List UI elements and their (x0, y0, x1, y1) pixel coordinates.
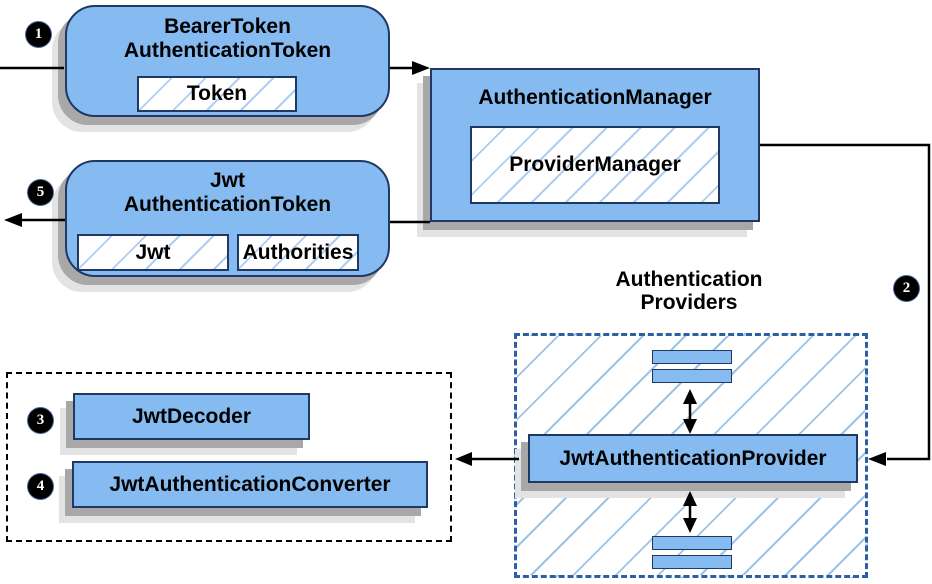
step-2-number: 2 (902, 280, 911, 296)
jwt-authentication-token-node: Jwt AuthenticationToken Jwt Authorities (65, 160, 390, 277)
jwt-decoder-node: JwtDecoder (73, 393, 310, 440)
jwt-token-title-line2: AuthenticationToken (123, 193, 332, 216)
providers-label-line2: Providers (640, 291, 738, 314)
provider-manager-chip-label: ProviderManager (509, 153, 681, 176)
step-3-number: 3 (36, 412, 45, 428)
provider-slot-rect (652, 555, 732, 569)
connector-response-out-arrow (4, 213, 65, 227)
provider-slot-rect (652, 536, 732, 550)
jwt-authentication-converter-node: JwtAuthenticationConverter (72, 461, 428, 508)
jwt-authentication-provider-node: JwtAuthenticationProvider (528, 434, 858, 483)
bearer-token-authentication-token-node: BearerToken AuthenticationToken Token (65, 5, 390, 117)
step-1-number: 1 (34, 26, 43, 42)
authentication-manager-node: AuthenticationManager ProviderManager (430, 68, 760, 222)
jwt-chip: Jwt (77, 234, 229, 271)
jwt-token-title-line1: Jwt (209, 169, 245, 192)
provider-manager-chip: ProviderManager (470, 126, 720, 204)
step-4-number: 4 (36, 478, 45, 494)
jwt-helpers-group (6, 372, 452, 542)
token-chip: Token (137, 76, 297, 112)
jwt-decoder-title: JwtDecoder (131, 404, 252, 428)
authentication-manager-title: AuthenticationManager (478, 86, 712, 109)
authentication-providers-label: Authentication Providers (564, 268, 814, 314)
bearer-token-title-line1: BearerToken (164, 15, 291, 38)
connector-bearer-to-manager-arrow (390, 61, 430, 75)
authorities-chip-label: Authorities (242, 240, 354, 264)
token-chip-label: Token (186, 82, 248, 105)
jwt-authentication-provider-title: JwtAuthenticationProvider (559, 446, 827, 470)
authorities-chip: Authorities (237, 234, 359, 271)
step-1-badge: 1 (26, 22, 51, 47)
jwt-authentication-converter-title: JwtAuthenticationConverter (109, 472, 391, 496)
step-2-badge: 2 (894, 276, 919, 301)
step-4-badge: 4 (28, 474, 53, 499)
step-5-badge: 5 (28, 180, 53, 205)
bearer-token-title-line2: AuthenticationToken (123, 39, 332, 62)
connector-provider-to-helpers-arrow (455, 452, 519, 466)
step-5-number: 5 (36, 184, 45, 200)
providers-label-line1: Authentication (615, 268, 763, 291)
provider-slot-rect (652, 350, 732, 364)
jwt-chip-label: Jwt (135, 240, 171, 264)
provider-slot-rect (652, 369, 732, 383)
step-3-badge: 3 (28, 408, 53, 433)
